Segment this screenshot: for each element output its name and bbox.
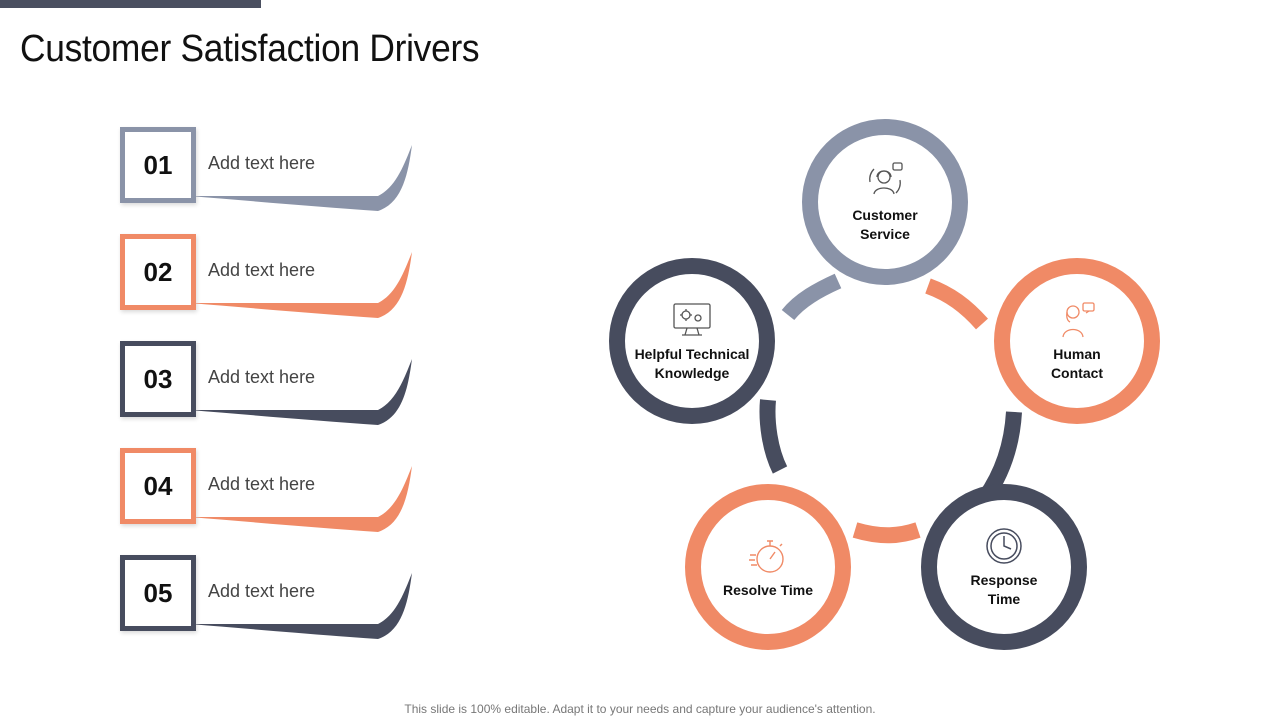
list-number-box: 01 — [120, 127, 196, 203]
list-item-text: Add text here — [208, 367, 316, 387]
node-technical-knowledge: Helpful Technical Knowledge — [609, 258, 775, 424]
node-label: Response Time — [970, 572, 1038, 607]
ring-arc-orange-top — [925, 278, 988, 330]
list-item-text: Add text here — [208, 260, 316, 280]
ring-arc-orange-bottom — [852, 522, 921, 544]
list-item-tail — [190, 145, 412, 211]
customer-service-icon — [869, 162, 903, 195]
ring-arc-slate — [781, 273, 842, 321]
node-response-time: Response Time — [921, 484, 1087, 650]
list-item-text: Add text here — [208, 581, 316, 601]
computer-gears-icon — [673, 303, 711, 336]
node-label: Customer Service — [852, 207, 918, 242]
clock-icon — [986, 528, 1022, 564]
list-item-1: 01 Add text here — [120, 127, 420, 217]
list-item-2: 02 Add text here — [120, 234, 420, 324]
stopwatch-icon — [749, 539, 784, 573]
list-number-box: 05 — [120, 555, 196, 631]
list-item-tail — [190, 466, 412, 532]
node-resolve-time: Resolve Time — [685, 484, 851, 650]
node-human-contact: Human Contact — [994, 258, 1160, 424]
list-number-box: 04 — [120, 448, 196, 524]
page-title: Customer Satisfaction Drivers — [20, 28, 480, 70]
node-label: Helpful Technical Knowledge — [634, 346, 750, 381]
list-item-tail — [190, 573, 412, 639]
list-number-box: 02 — [120, 234, 196, 310]
list-item-tail — [190, 359, 412, 425]
list-item-tail — [190, 252, 412, 318]
human-contact-icon — [1062, 302, 1095, 338]
list-item-4: 04 Add text here — [120, 448, 420, 538]
numbered-list: 01 Add text here 02 Add text here 03 Add… — [0, 0, 440, 720]
list-item-text: Add text here — [208, 474, 316, 494]
top-accent-bar — [0, 0, 261, 8]
list-item-5: 05 Add text here — [120, 555, 420, 645]
ring-arc-navy-left — [759, 399, 788, 474]
node-customer-service: Customer Service — [802, 119, 968, 285]
node-label: Resolve Time — [722, 581, 813, 598]
cycle-diagram: Customer Service Human Contact Response … — [590, 100, 1190, 670]
footer-note: This slide is 100% editable. Adapt it to… — [404, 702, 876, 716]
list-number-box: 03 — [120, 341, 196, 417]
list-item-text: Add text here — [208, 153, 316, 173]
node-label: Human Contact — [1050, 346, 1104, 381]
list-item-3: 03 Add text here — [120, 341, 420, 431]
